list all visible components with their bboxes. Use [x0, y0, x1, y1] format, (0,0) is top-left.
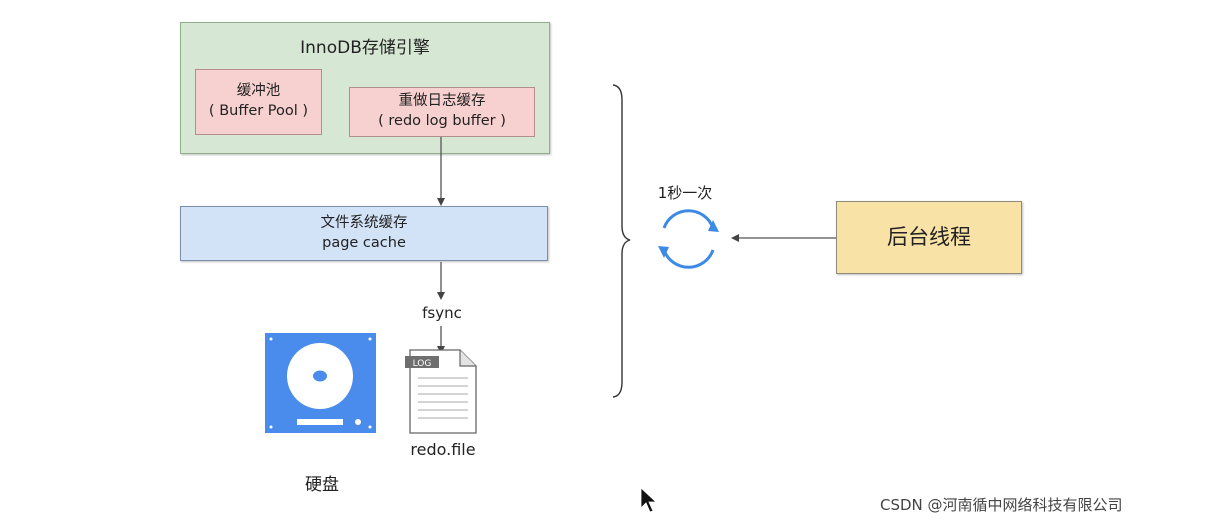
frequency-label: 1秒一次 [657, 184, 713, 202]
log-file-tag: LOG [413, 359, 432, 369]
page-cache-sublabel: page cache [322, 235, 406, 251]
page-cache-label: 文件系统缓存 [320, 215, 408, 231]
background-thread-box: 后台线程 [836, 201, 1022, 274]
mouse-cursor-icon [640, 487, 658, 513]
right-brace [612, 84, 631, 398]
buffer-pool-label: 缓冲池 [236, 83, 281, 99]
watermark: CSDN @河南循中网络科技有限公司 [880, 496, 1123, 514]
log-file-icon [405, 349, 477, 434]
fsync-label: fsync [422, 304, 462, 322]
innodb-title: InnoDB存储引擎 [300, 38, 430, 58]
redo-file-label: redo.file [410, 440, 476, 459]
buffer-pool-sublabel: ( Buffer Pool ) [208, 103, 309, 119]
innodb-engine-box: InnoDB存储引擎 缓冲池 ( Buffer Pool ) 重做日志缓存 ( … [180, 22, 550, 154]
redo-log-buffer-box: 重做日志缓存 ( redo log buffer ) [349, 87, 535, 137]
disk-label: 硬盘 [305, 475, 339, 495]
refresh-cycle-icon [662, 209, 715, 269]
redo-log-buffer-label: 重做日志缓存 [398, 93, 486, 109]
page-cache-box: 文件系统缓存 page cache [180, 206, 548, 261]
hard-disk-icon [265, 333, 376, 433]
buffer-pool-box: 缓冲池 ( Buffer Pool ) [195, 69, 322, 135]
redo-log-buffer-sublabel: ( redo log buffer ) [378, 113, 506, 129]
